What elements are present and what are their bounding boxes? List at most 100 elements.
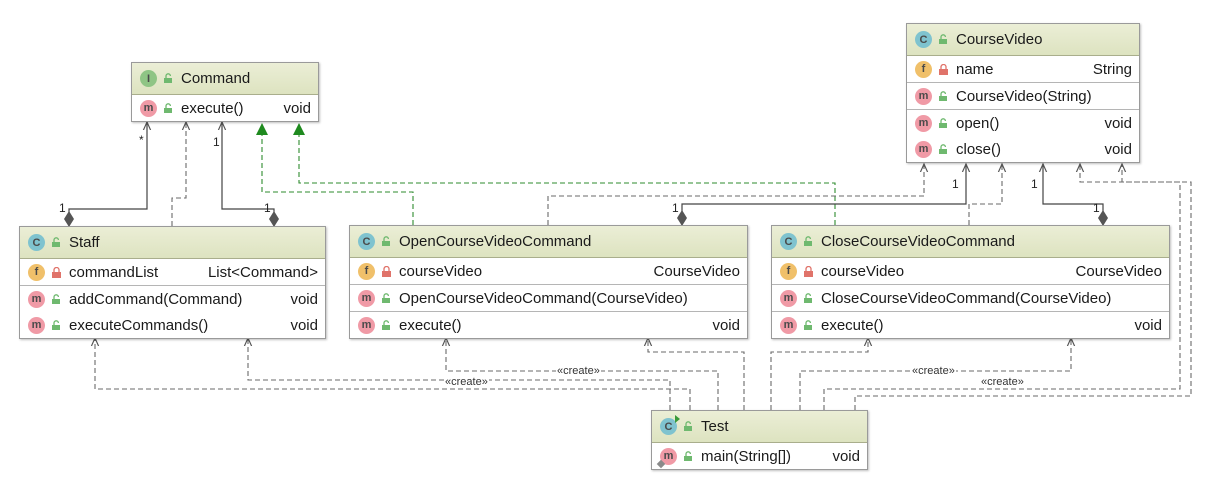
method-row[interactable]: m CourseVideo(String)	[907, 82, 1139, 109]
dep-open-coursevideo	[547, 164, 924, 225]
class-open-course-video-command[interactable]: C OpenCourseVideoCommand f courseVideo C…	[349, 225, 748, 339]
method-name: open()	[956, 114, 1000, 132]
dep-test-open	[648, 338, 745, 410]
create-label-open: «create»	[556, 365, 601, 377]
method-type: void	[1104, 114, 1132, 132]
class-test-name: Test	[701, 418, 729, 435]
method-row[interactable]: m OpenCourseVideoCommand(CourseVideo)	[350, 284, 747, 311]
method-row[interactable]: m execute() void	[772, 311, 1169, 338]
field-icon: f	[28, 263, 45, 281]
method-icon: m	[140, 99, 157, 117]
class-command-header: I Command	[132, 63, 318, 95]
public-icon	[802, 319, 814, 331]
mult-staff-right: 1	[264, 201, 271, 215]
public-icon	[802, 236, 814, 248]
realize-close-command	[293, 123, 836, 225]
method-row[interactable]: m main(String[]) void	[652, 443, 867, 469]
class-test[interactable]: C Test m main(String[]) void	[651, 410, 868, 470]
public-icon	[380, 319, 392, 331]
field-icon: f	[780, 262, 797, 280]
class-coursevideo-name: CourseVideo	[956, 31, 1043, 48]
method-icon: m	[28, 316, 45, 334]
method-icon: m	[915, 114, 932, 132]
class-staff-name: Staff	[69, 234, 100, 251]
public-icon	[682, 421, 694, 433]
class-test-header: C Test	[652, 411, 867, 443]
public-icon	[50, 293, 62, 305]
method-row[interactable]: m open() void	[907, 109, 1139, 136]
method-name: close()	[956, 140, 1002, 158]
method-icon: m	[780, 289, 797, 307]
class-staff-header: C Staff	[20, 227, 325, 259]
mult-staff-left: 1	[59, 201, 66, 215]
field-type: CourseVideo	[653, 262, 740, 280]
method-row[interactable]: m close() void	[907, 136, 1139, 162]
field-row[interactable]: f courseVideo CourseVideo	[772, 258, 1169, 284]
runnable-class-icon: C	[660, 415, 680, 435]
class-coursevideo-header: C CourseVideo	[907, 24, 1139, 56]
class-open-header: C OpenCourseVideoCommand	[350, 226, 747, 258]
method-name: execute()	[399, 316, 462, 334]
method-row[interactable]: m execute() void	[132, 95, 318, 121]
mult-command-one: 1	[213, 135, 220, 149]
method-icon: m	[28, 290, 45, 308]
assoc-staff-command-one	[222, 122, 274, 226]
assoc-staff-command-many	[69, 122, 147, 226]
field-name: courseVideo	[399, 262, 483, 280]
dep-close-coursevideo	[968, 164, 1002, 225]
class-icon: C	[358, 233, 375, 250]
method-icon: m	[358, 316, 375, 334]
class-icon: C	[915, 31, 932, 48]
private-lock-icon	[802, 265, 814, 277]
public-icon	[162, 73, 174, 85]
field-icon: f	[358, 262, 375, 280]
method-icon: m	[915, 87, 932, 105]
method-row[interactable]: m executeCommands() void	[20, 312, 325, 338]
public-icon	[380, 236, 392, 248]
public-icon	[802, 292, 814, 304]
public-icon	[162, 102, 174, 114]
class-staff[interactable]: C Staff f commandList List<Command> m ad…	[19, 226, 326, 339]
method-type: void	[290, 316, 318, 334]
dep-test-staff	[248, 338, 671, 410]
public-icon	[937, 34, 949, 46]
private-lock-icon	[50, 266, 62, 278]
class-close-name: CloseCourseVideoCommand	[821, 233, 1015, 250]
mult-coursevideo-close: 1	[1031, 177, 1038, 191]
method-type: void	[832, 447, 860, 465]
create-test-coursevideo	[823, 164, 1181, 410]
field-row[interactable]: f courseVideo CourseVideo	[350, 258, 747, 284]
method-icon: m	[915, 140, 932, 158]
public-icon	[937, 90, 949, 102]
method-name: main(String[])	[701, 447, 792, 465]
method-name: OpenCourseVideoCommand(CourseVideo)	[399, 289, 688, 307]
class-close-course-video-command[interactable]: C CloseCourseVideoCommand f courseVideo …	[771, 225, 1170, 339]
method-row[interactable]: m CloseCourseVideoCommand(CourseVideo)	[772, 284, 1169, 311]
public-icon	[50, 319, 62, 331]
field-row[interactable]: f commandList List<Command>	[20, 259, 325, 285]
field-row[interactable]: f name String	[907, 56, 1139, 82]
create-label-coursevideo: «create»	[980, 376, 1025, 388]
method-name: CourseVideo(String)	[956, 87, 1092, 105]
method-icon: m	[358, 289, 375, 307]
dep-staff-command	[171, 122, 186, 226]
method-type: void	[712, 316, 740, 334]
method-row[interactable]: m addCommand(Command) void	[20, 285, 325, 312]
assoc-open-coursevideo	[682, 164, 966, 225]
field-name: courseVideo	[821, 262, 905, 280]
method-name: executeCommands()	[69, 316, 209, 334]
method-type: void	[1104, 140, 1132, 158]
method-type: void	[1134, 316, 1162, 334]
realize-open-command	[256, 123, 414, 225]
method-type: void	[283, 99, 311, 117]
mult-coursevideo-open: 1	[952, 177, 959, 191]
class-command[interactable]: I Command m execute() void	[131, 62, 319, 122]
method-row[interactable]: m execute() void	[350, 311, 747, 338]
class-icon: C	[28, 234, 45, 251]
create-label-staff: «create»	[444, 376, 489, 388]
field-type: String	[1092, 60, 1132, 78]
class-course-video[interactable]: C CourseVideo f name String m CourseVide…	[906, 23, 1140, 163]
class-icon: C	[780, 233, 797, 250]
method-name: execute()	[821, 316, 884, 334]
